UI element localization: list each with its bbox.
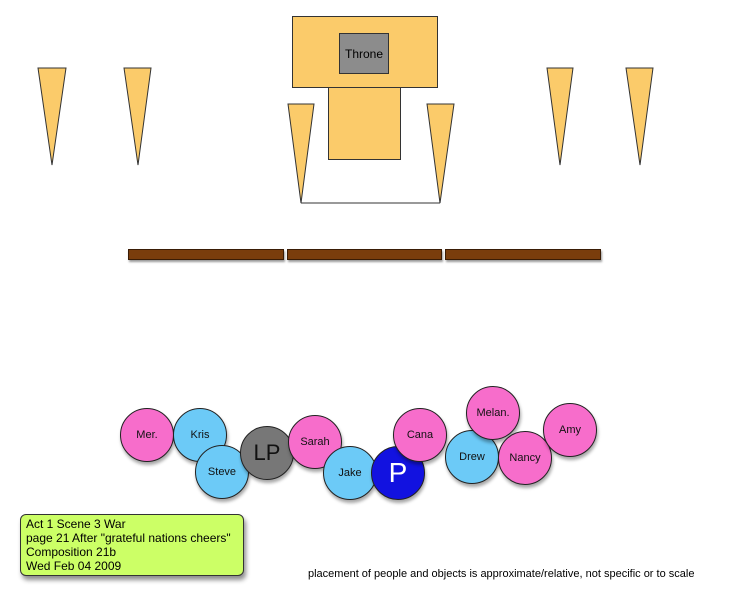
pillar-left-2 [123, 67, 152, 166]
person-nancy: Nancy [498, 431, 552, 485]
pillar-center-left [287, 103, 315, 204]
person-label: Drew [459, 451, 485, 463]
person-label: Melan. [476, 407, 510, 419]
bench-center [287, 249, 442, 260]
pillar-right-1 [546, 67, 574, 166]
pillar-center-right [426, 103, 455, 204]
person-melan: Melan. [466, 386, 520, 440]
throne-label: Throne [344, 46, 384, 61]
pillar-left-1 [37, 67, 67, 166]
person-label: Steve [207, 466, 237, 478]
person-label: Sarah [300, 436, 330, 448]
person-lp: LP [240, 426, 294, 480]
person-label: LP [253, 440, 281, 465]
person-label: Amy [559, 424, 581, 436]
throne-steps [328, 87, 401, 160]
scene-note: Act 1 Scene 3 War page 21 After "gratefu… [20, 514, 244, 576]
note-line: Wed Feb 04 2009 [26, 559, 122, 573]
note-line: page 21 After "grateful nations cheers" [26, 531, 231, 545]
person-mer: Mer. [120, 408, 174, 462]
person-label: Cana [406, 429, 434, 441]
person-cana: Cana [393, 408, 447, 462]
note-line: Act 1 Scene 3 War [26, 517, 126, 531]
person-label: Nancy [509, 452, 541, 464]
pillar-right-2 [625, 67, 654, 166]
throne: Throne [339, 33, 389, 74]
person-label: Kris [190, 429, 210, 441]
person-amy: Amy [543, 403, 597, 457]
bench-left [128, 249, 284, 260]
note-line: Composition 21b [26, 545, 117, 559]
person-label: Mer. [136, 429, 158, 441]
person-label: Jake [338, 467, 362, 479]
person-label: P [388, 457, 408, 488]
bench-right [445, 249, 601, 260]
person-jake: Jake [323, 446, 377, 500]
disclaimer-text: placement of people and objects is appro… [308, 568, 695, 580]
